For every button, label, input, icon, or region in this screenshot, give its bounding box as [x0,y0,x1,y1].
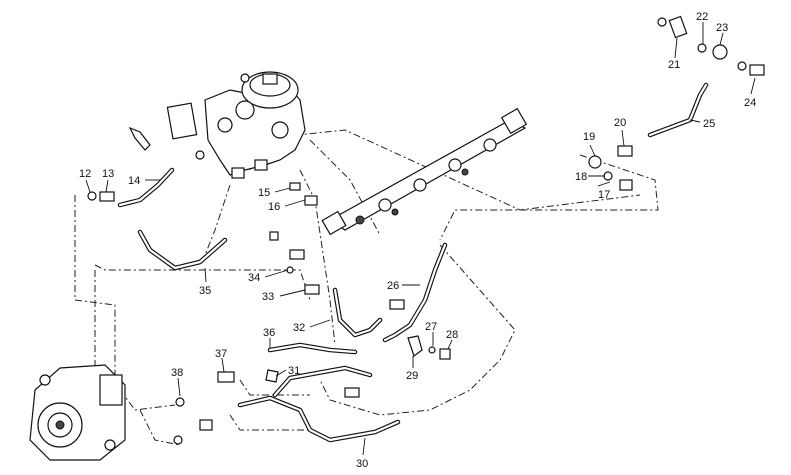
callout-12: 12 [79,168,91,180]
callout-22: 22 [696,11,708,23]
pipes [117,82,709,443]
callout-28: 28 [446,329,458,341]
callout-17: 17 [598,189,610,201]
callout-31: 31 [288,365,300,377]
common-rail [321,107,528,236]
callout-24: 24 [744,97,756,109]
callout-35: 35 [199,285,211,297]
callout-34: 34 [248,272,260,284]
callout-20: 20 [614,117,626,129]
callout-30: 30 [356,458,368,470]
callout-29: 29 [406,370,418,382]
filter-pump-housing [128,71,306,179]
callout-23: 23 [716,22,728,34]
callout-33: 33 [262,291,274,303]
callout-37: 37 [215,348,227,360]
callout-18: 18 [575,171,587,183]
high-pressure-pump [29,364,126,461]
callout-27: 27 [425,321,437,333]
callout-15: 15 [258,187,270,199]
callout-leaders [85,22,756,456]
callout-19: 19 [583,131,595,143]
callout-32: 32 [293,322,305,334]
callout-38: 38 [171,367,183,379]
callout-14: 14 [128,175,140,187]
callout-21: 21 [668,59,680,71]
callout-26: 26 [387,280,399,292]
callout-25: 25 [703,118,715,130]
callout-13: 13 [102,168,114,180]
callout-labels: 12 13 14 15 16 17 18 19 20 21 22 23 24 2… [79,11,756,470]
callout-16: 16 [268,201,280,213]
callout-36: 36 [263,327,275,339]
fittings [87,15,765,445]
